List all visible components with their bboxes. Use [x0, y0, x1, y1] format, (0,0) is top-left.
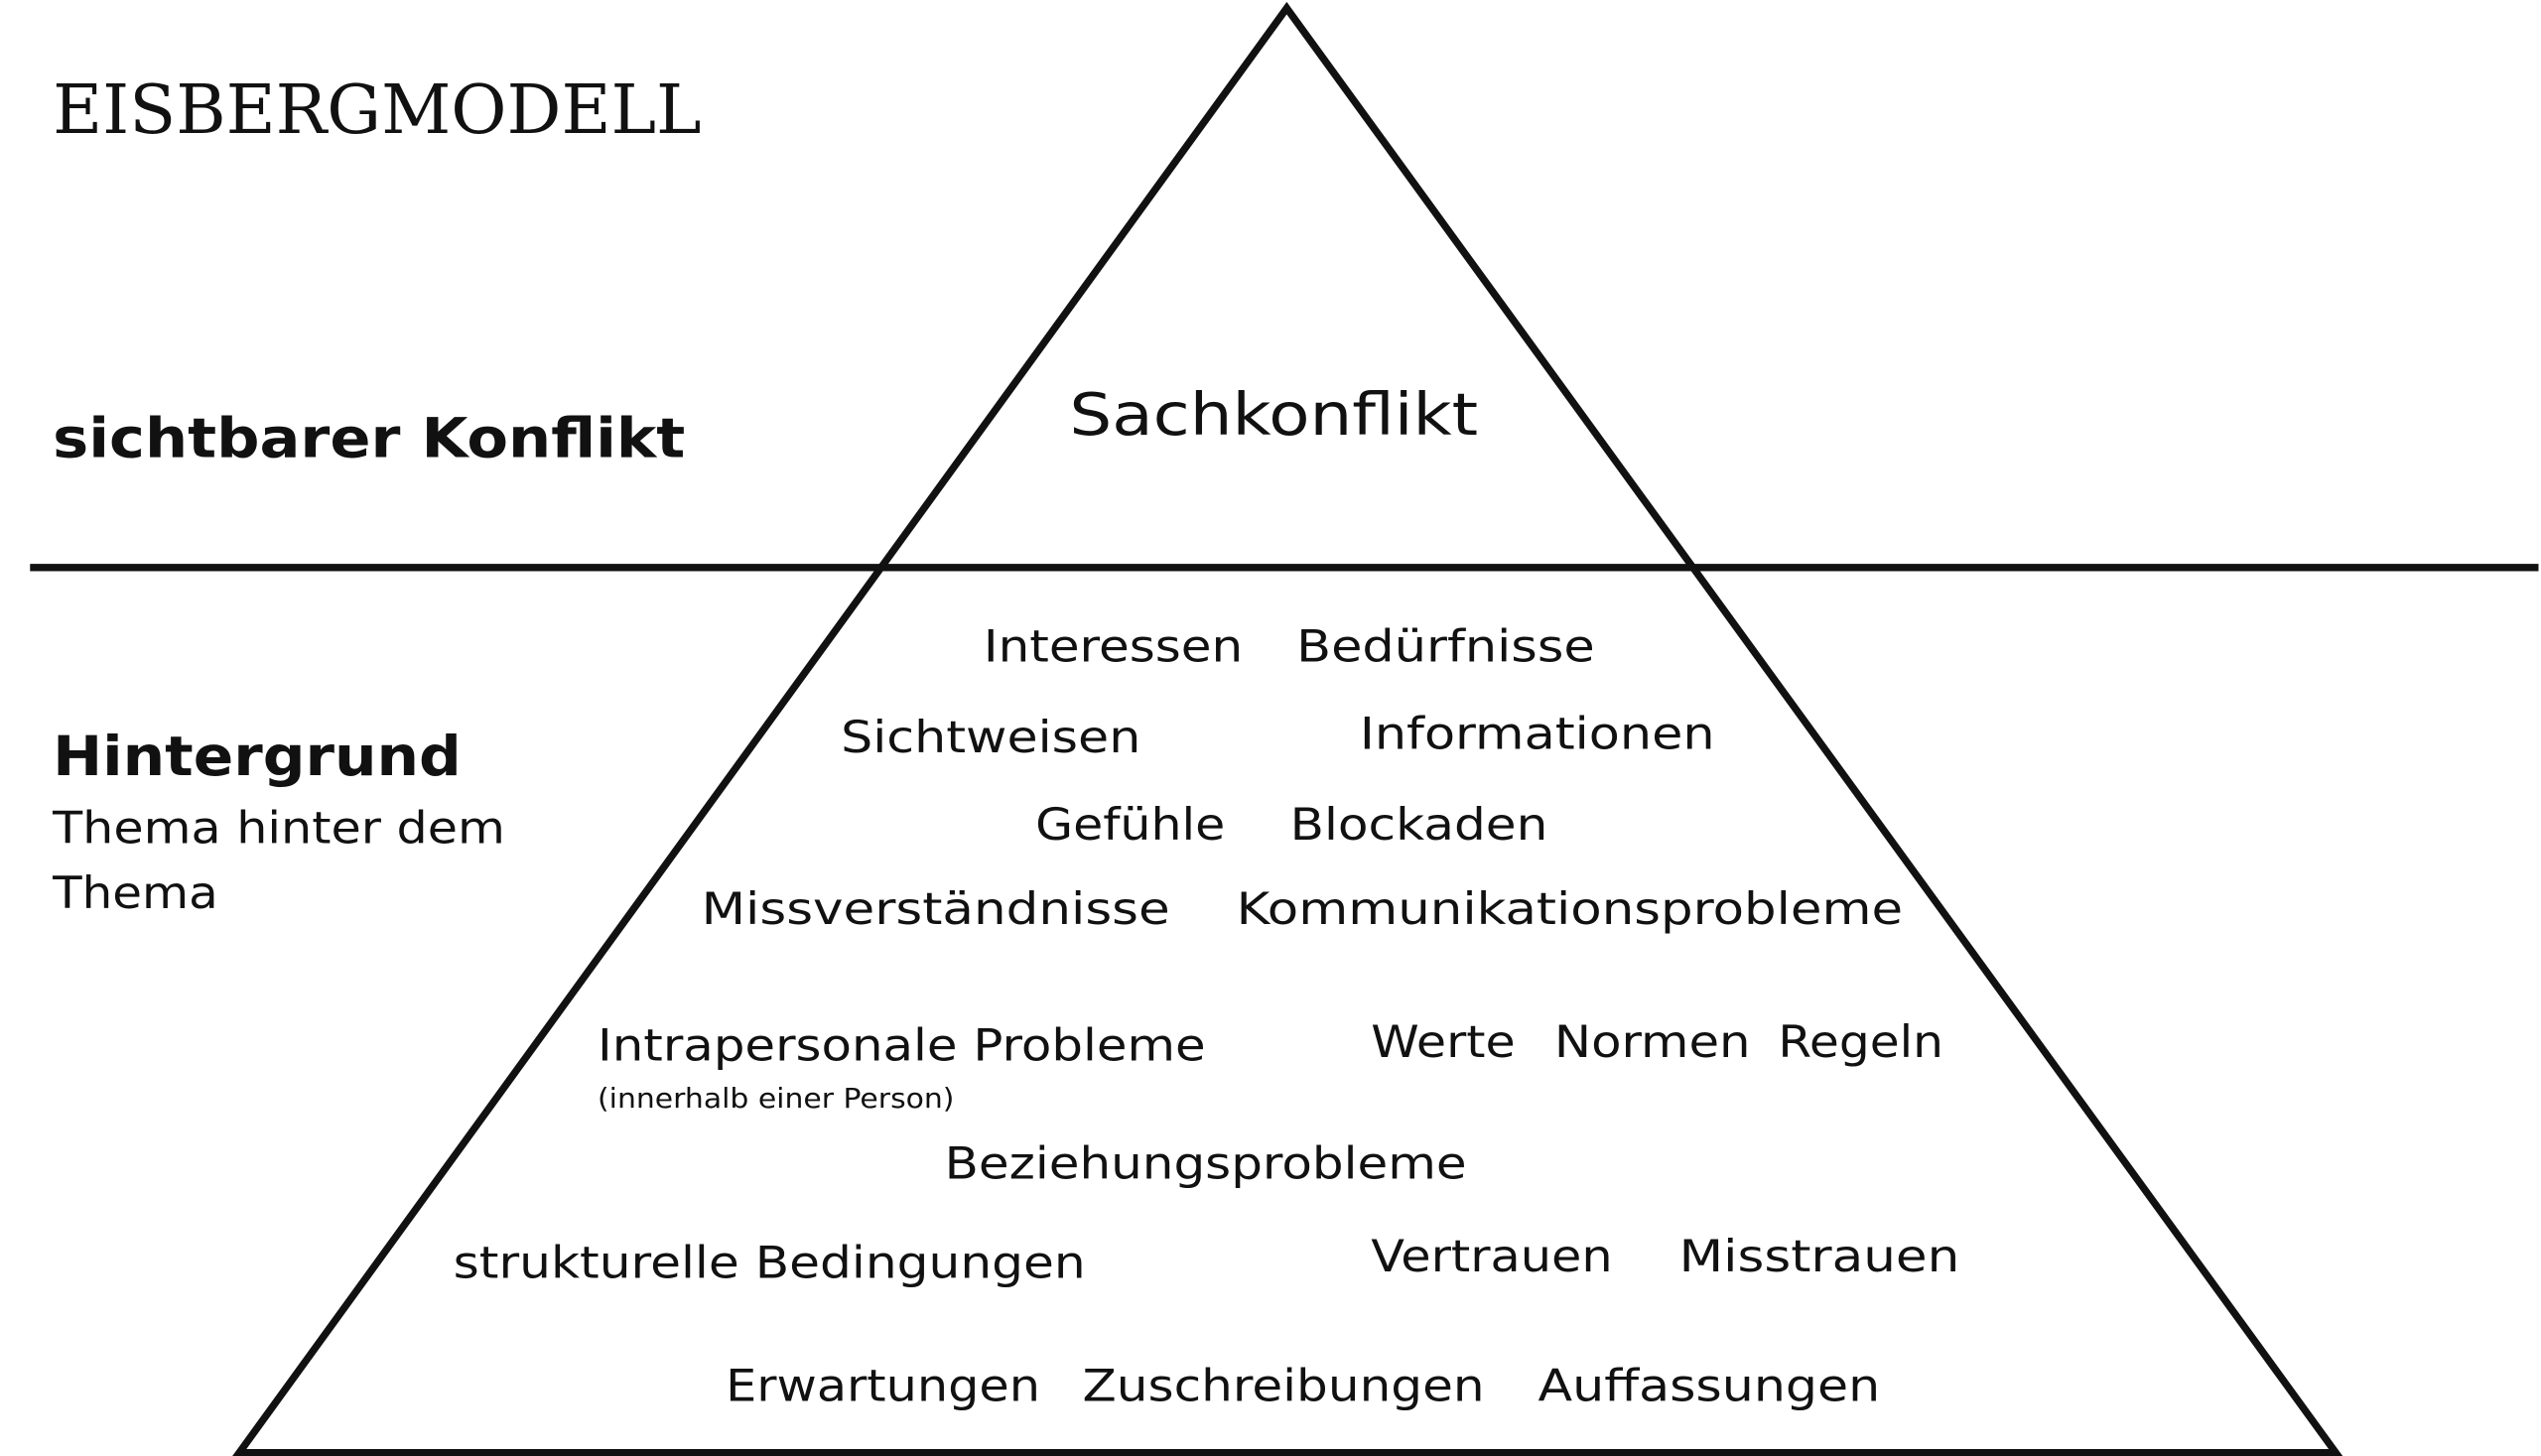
item-intrapersonale: Intrapersonale Probleme [598, 1020, 1206, 1071]
tip-label: Sachkonflikt [1069, 380, 1478, 449]
item-interessen: Interessen [984, 622, 1243, 673]
item-regeln: Regeln [1778, 1017, 1943, 1068]
background-label: Hintergrund [53, 725, 462, 789]
item-informationen: Informationen [1360, 710, 1715, 760]
item-normen: Normen [1554, 1017, 1751, 1068]
background-sub-line2: Thema [52, 868, 218, 919]
item-beduerfnisse: Bedürfnisse [1296, 622, 1595, 673]
item-strukturelle: strukturelle Bedingungen [454, 1238, 1086, 1288]
item-missverstaendnisse: Missverständnisse [702, 884, 1170, 935]
item-erwartungen: Erwartungen [726, 1361, 1040, 1411]
pyramid-outline [232, 1, 2343, 1456]
background-sub-line1: Thema hinter dem [52, 803, 505, 854]
item-auffassungen: Auffassungen [1538, 1361, 1881, 1411]
visible-conflict-label: sichtbarer Konflikt [53, 407, 685, 471]
item-intrapersonale-note: (innerhalb einer Person) [598, 1082, 954, 1115]
item-beziehungsprobleme: Beziehungsprobleme [945, 1139, 1467, 1190]
page-title: EISBERGMODELL [53, 70, 701, 150]
item-misstrauen: Misstrauen [1679, 1232, 1960, 1282]
item-blockaden: Blockaden [1290, 800, 1548, 851]
item-werte: Werte [1371, 1017, 1515, 1068]
item-zuschreibungen: Zuschreibungen [1082, 1361, 1484, 1411]
item-sichtweisen: Sichtweisen [841, 713, 1140, 763]
item-kommunikationsprobleme: Kommunikationsprobleme [1237, 884, 1903, 935]
item-gefuehle: Gefühle [1035, 800, 1225, 851]
item-vertrauen: Vertrauen [1371, 1232, 1612, 1282]
